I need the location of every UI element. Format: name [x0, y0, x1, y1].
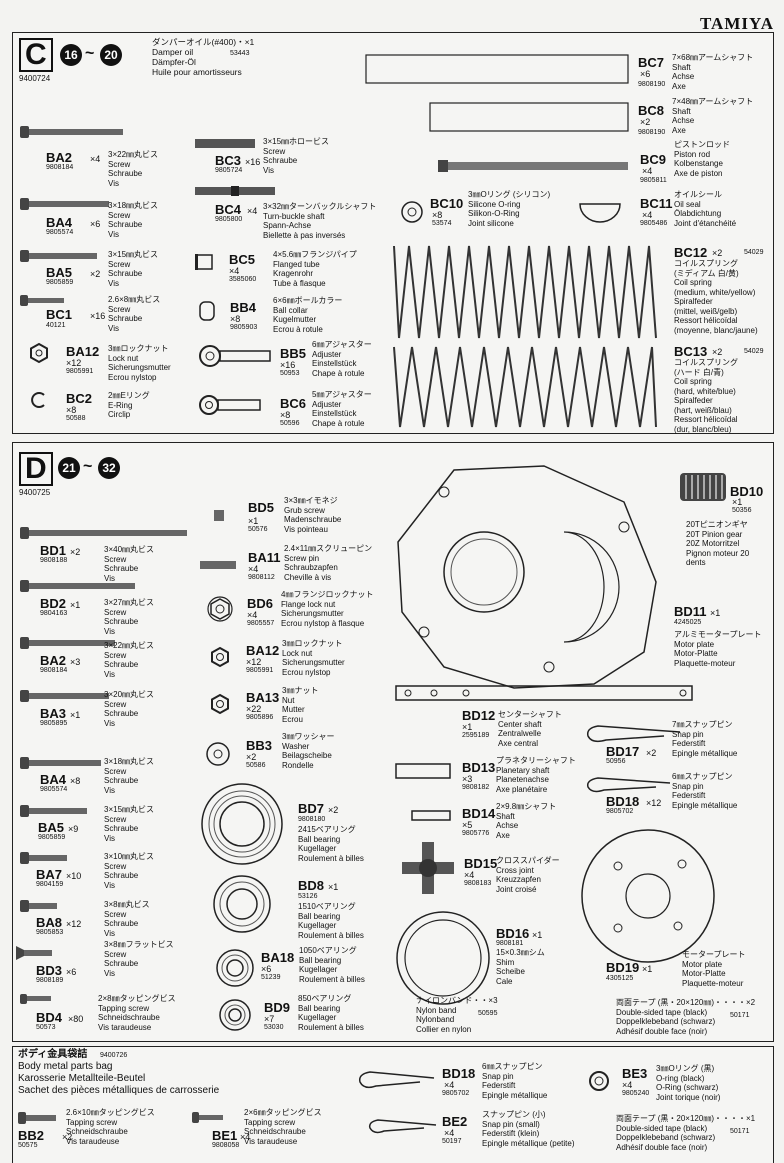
- bag-tape-label: 両面テープ (黒・20×120㎜)・・・・×1 Double-sided tap…: [616, 1114, 756, 1152]
- turnbuckle-icon: [195, 186, 275, 196]
- section-d-number: 9400725: [19, 488, 51, 497]
- shaft-icon: [365, 54, 629, 84]
- ball-bearing-1050-icon: [216, 949, 254, 987]
- screw-icon: [20, 852, 67, 864]
- pinion-gear-icon: [680, 473, 726, 501]
- e-ring-icon: [31, 392, 45, 408]
- shaft-icon: [429, 102, 629, 132]
- screw-pin-icon: [200, 561, 236, 569]
- part-d-bd10-desc: 20Tピニオンギヤ 20T Pinion gear 20Z Motorritze…: [686, 520, 750, 567]
- screw-icon: [20, 757, 101, 769]
- planetary-shaft-icon: [395, 763, 451, 779]
- snap-pin-7mm-icon: [586, 725, 681, 743]
- part-d-bd18-desc: 6㎜スナップピン Snap pin Federstift Epingle mét…: [672, 772, 738, 810]
- section-d-letter: D: [19, 452, 53, 486]
- tape-pn: 50171: [730, 1012, 750, 1019]
- nylon-band-label: ナイロンバンド・・×3 Nylon band Nylonband Collier…: [416, 996, 498, 1034]
- section-d-tilde: ~: [83, 458, 93, 475]
- screw-icon: [20, 637, 115, 649]
- o-ring-icon: [401, 201, 423, 223]
- flange-nut-icon: [207, 596, 233, 622]
- screw-icon: [20, 527, 187, 539]
- flanged-tube-icon: [195, 254, 213, 270]
- piston-rod-icon: [438, 160, 628, 172]
- section-c-number: 9400724: [19, 74, 51, 83]
- spring-hard-icon: [393, 346, 657, 428]
- screw-icon: [20, 805, 87, 817]
- screw-icon: [20, 690, 109, 702]
- section-d-to: 32: [98, 457, 120, 479]
- center-shaft-icon: [395, 685, 693, 701]
- screw-icon: [20, 250, 97, 262]
- screw-icon: [20, 900, 57, 912]
- adjuster-icon: [199, 345, 271, 367]
- section-c-from: 16: [60, 44, 82, 66]
- spring-medium-icon: [393, 245, 657, 339]
- short-shaft-icon: [411, 810, 451, 821]
- screw-icon: [20, 295, 64, 306]
- bag-panel: [12, 1046, 774, 1163]
- washer-icon: [206, 742, 230, 766]
- section-d-from: 21: [58, 457, 80, 479]
- motor-plate-icon: [581, 829, 715, 963]
- ball-bearing-2415-icon: [201, 783, 283, 865]
- section-c-to: 20: [100, 44, 122, 66]
- oil-seal-icon: [579, 203, 621, 223]
- snap-pin-6mm-icon: [358, 1071, 435, 1089]
- snap-pin-small-icon: [368, 1119, 437, 1134]
- nylon-band-pn: 50595: [478, 1010, 498, 1017]
- motor-plate-aluminum-icon: [397, 465, 657, 689]
- tape-label: 両面テープ (黒・20×120㎜)・・・・×2 Double-sided tap…: [616, 998, 756, 1036]
- section-c-letter: C: [19, 38, 53, 72]
- tapping-screw-icon: [192, 1112, 223, 1123]
- brand-logo: TAMIYA: [699, 14, 774, 33]
- snap-pin-6mm-icon: [586, 777, 671, 793]
- ball-bearing-850-icon: [219, 999, 251, 1031]
- screw-icon: [20, 580, 135, 592]
- shim-icon: [396, 911, 490, 1005]
- ball-bearing-1510-icon: [213, 875, 271, 933]
- part-d-bd17-desc: 7㎜スナップピン Snap pin Federstift Epingle mét…: [672, 720, 738, 758]
- grub-screw-icon: [214, 510, 224, 521]
- section-c-tilde: ~: [85, 45, 95, 62]
- bag-tape-pn: 50171: [730, 1128, 750, 1135]
- part-d-bd19-desc: モータープレート Motor plate Motor-Platte Plaque…: [682, 950, 746, 988]
- nut-icon: [211, 693, 229, 715]
- screw-icon: [195, 139, 255, 148]
- nut-icon: [30, 342, 48, 364]
- ball-collar-icon: [199, 301, 215, 321]
- screw-icon: [20, 198, 109, 210]
- o-ring-icon: [589, 1071, 609, 1091]
- flat-screw-icon: [16, 946, 52, 960]
- tapping-screw-icon: [18, 1112, 56, 1124]
- tapping-screw-icon: [20, 994, 51, 1004]
- section-c-panel: [12, 32, 774, 434]
- section-d-panel: [12, 442, 774, 1042]
- screw-icon: [20, 126, 123, 138]
- adjuster-icon: [199, 395, 261, 415]
- cross-joint-icon: [402, 842, 454, 894]
- nut-icon: [211, 646, 229, 668]
